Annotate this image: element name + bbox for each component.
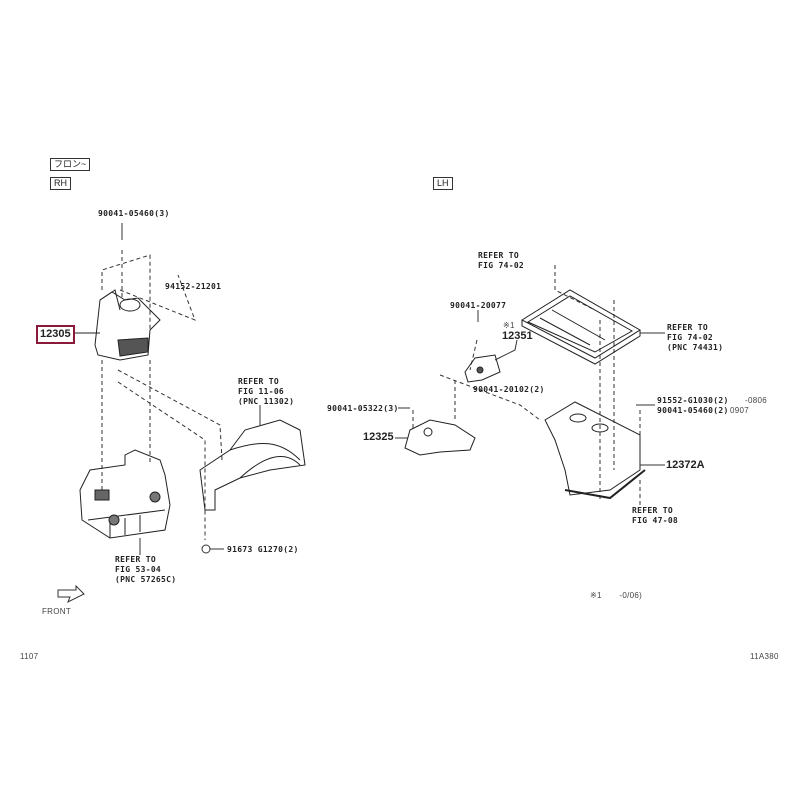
damper-leader	[494, 339, 518, 361]
engine-mount-rh	[94, 289, 161, 361]
refer-bottom-note[interactable]: REFER TO FIG 47-08	[632, 506, 679, 525]
refer-bracket-note[interactable]: REFER TO FIG 11-06 (PNC 11302)	[238, 377, 295, 406]
bolt-e-label[interactable]: 90041-05460(2)	[657, 406, 729, 415]
rh-guide-lines	[101, 250, 223, 540]
bolt-top-label[interactable]: 90041-05460(3)	[98, 209, 170, 218]
mount-12372A	[544, 401, 646, 500]
bolt-d-label[interactable]: 91552-G1030(2)	[657, 396, 729, 405]
part-12351-label[interactable]: 12351	[502, 330, 533, 342]
part-12325-label[interactable]: 12325	[363, 431, 394, 443]
bolt-c-label[interactable]: 90041-05322(3)	[327, 404, 399, 413]
front-label: FRONT	[42, 607, 72, 616]
page-number: 1107	[20, 652, 39, 661]
refer-tray-note[interactable]: REFER TO FIG 74-02 (PNC 74431)	[667, 323, 724, 352]
bolt-a-label[interactable]: 90041-20077	[450, 301, 507, 310]
note-mark: ※1	[503, 321, 515, 330]
bolt-side-label[interactable]: 94152-21201	[165, 282, 222, 291]
lh-tag: LH	[433, 177, 453, 190]
bolt-e-date: 0907	[730, 406, 749, 415]
refer-frame-note[interactable]: REFER TO FIG 53-04 (PNC 57265C)	[115, 555, 177, 584]
rh-tag: RH	[50, 177, 71, 190]
front-arrow-icon	[57, 584, 85, 604]
frame-member-rh	[79, 449, 171, 539]
footnote: ※1 -0/06)	[590, 591, 643, 600]
battery-tray-lh	[520, 289, 641, 365]
bolt-circle	[201, 544, 211, 554]
part-12305-label[interactable]: 12305	[36, 325, 75, 344]
damper-12351	[464, 354, 501, 383]
bolt-d-date: -0806	[745, 396, 767, 405]
bolt-b-label[interactable]: 90041-20102(2)	[473, 385, 545, 394]
figure-code: 11A380	[750, 652, 779, 661]
side-bracket-rh	[199, 419, 306, 511]
part-12372A-label[interactable]: 12372A	[666, 459, 705, 471]
bolt-bottom-label[interactable]: 91673 G1270(2)	[227, 545, 299, 554]
refer-top-note[interactable]: REFER TO FIG 74-02	[478, 251, 525, 270]
front-tag: フロン~	[50, 158, 91, 171]
bracket-12325	[404, 419, 476, 456]
